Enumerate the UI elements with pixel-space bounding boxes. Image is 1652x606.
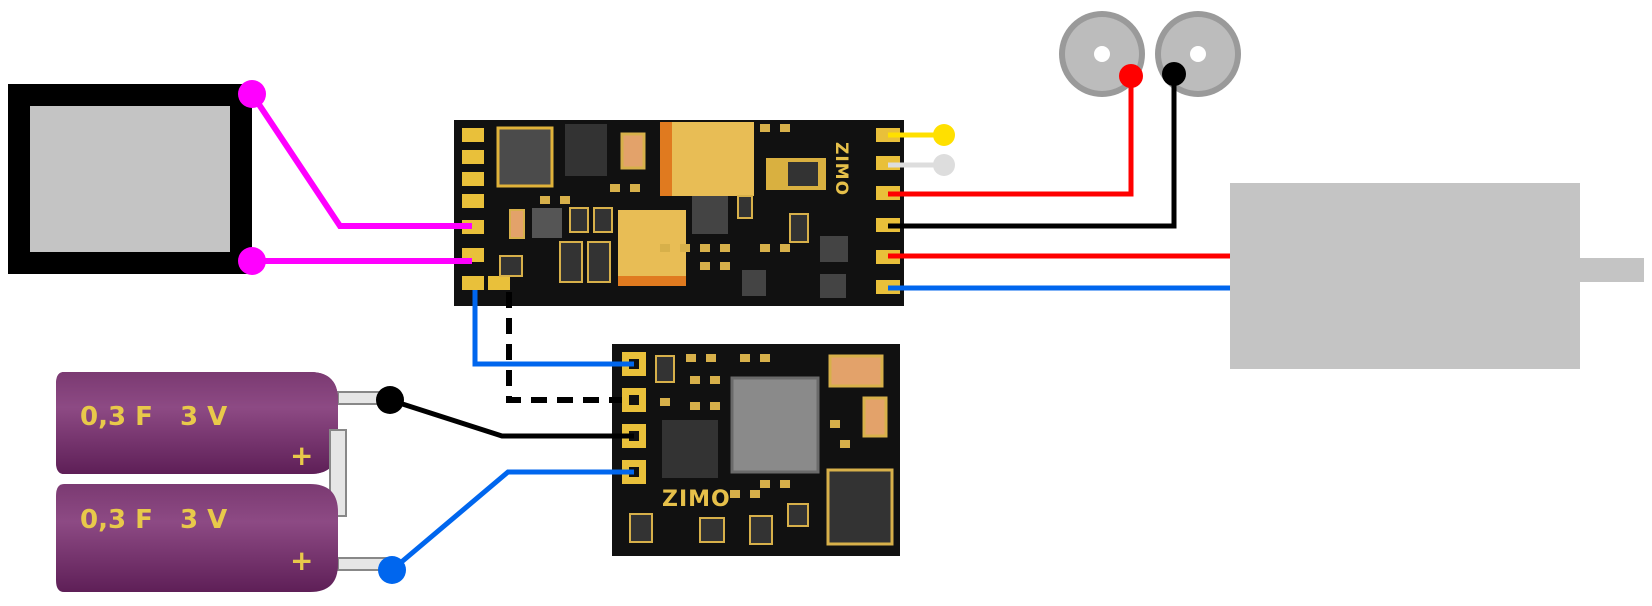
wire-decoder-dashed-to-module xyxy=(506,292,622,403)
energy-module-logo: ZIMO xyxy=(662,487,731,512)
wire-yellow-lead xyxy=(888,124,955,146)
wire-pickup-black xyxy=(888,62,1186,229)
capacitor-lower-polarity: + xyxy=(290,544,313,577)
wire-speaker-lower xyxy=(238,247,472,275)
energy-module-board: ZIMO xyxy=(612,344,900,556)
motor xyxy=(1230,183,1644,369)
capacitor-upper: 0,3 F 3 V + xyxy=(56,372,393,474)
wire-white-lead xyxy=(888,154,955,176)
capacitor-upper-polarity: + xyxy=(290,439,313,472)
wire-capacitor-blue xyxy=(378,469,634,584)
capacitor-lower-label: 0,3 F 3 V xyxy=(80,505,227,535)
wire-decoder-blue-to-module xyxy=(472,290,634,367)
wire-speaker-upper xyxy=(238,80,472,229)
capacitor-upper-label: 0,3 F 3 V xyxy=(80,402,227,432)
decoder-logo: ZIMO xyxy=(831,142,851,196)
wire-pickup-red xyxy=(888,64,1143,197)
decoder-left-pads xyxy=(462,128,510,290)
capacitor-lower: 0,3 F 3 V + xyxy=(56,429,393,592)
speaker xyxy=(8,84,252,274)
decoder-board: ZIMO xyxy=(454,120,904,306)
wire-capacitor-black xyxy=(376,386,634,439)
